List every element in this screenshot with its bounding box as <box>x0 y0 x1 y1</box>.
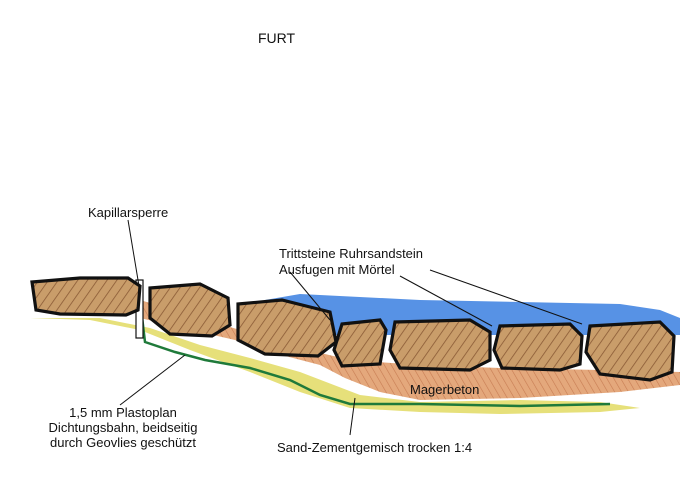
stone <box>388 318 492 372</box>
stone <box>236 298 338 358</box>
membrane-line <box>138 299 611 408</box>
label-ausfugen: Ausfugen mit Mörtel <box>279 262 395 277</box>
leader-kapillarsperre <box>127 219 141 293</box>
leader-lines <box>119 219 583 436</box>
sand-layer <box>30 318 640 414</box>
diagram-title: FURT <box>258 30 296 46</box>
stone <box>584 320 676 382</box>
label-plastoplan-line3: durch Geovlies geschützt <box>50 435 196 450</box>
leader-trittsteine <box>289 271 331 321</box>
magerbeton-layer <box>140 300 680 400</box>
leader-sand <box>349 397 356 436</box>
leader-plastoplan <box>119 354 186 406</box>
stone <box>492 322 584 372</box>
label-plastoplan-line1: 1,5 mm Plastoplan <box>69 405 177 420</box>
stone <box>30 276 142 317</box>
label-sand: Sand-Zementgemisch trocken 1:4 <box>277 440 473 455</box>
stone <box>332 318 388 368</box>
leader-ausfugen-1 <box>399 275 493 327</box>
leader-ausfugen-2 <box>429 269 583 325</box>
stones <box>30 276 676 382</box>
label-plastoplan-line2: Dichtungsbahn, beidseitig <box>48 420 198 435</box>
label-kapillarsperre: Kapillarsperre <box>88 205 169 220</box>
label-magerbeton: Magerbeton <box>410 382 480 397</box>
label-plastoplan: 1,5 mm Plastoplan Dichtungsbahn, beidsei… <box>33 405 213 450</box>
stone <box>148 282 232 338</box>
label-trittsteine: Trittsteine Ruhrsandstein <box>279 246 424 261</box>
